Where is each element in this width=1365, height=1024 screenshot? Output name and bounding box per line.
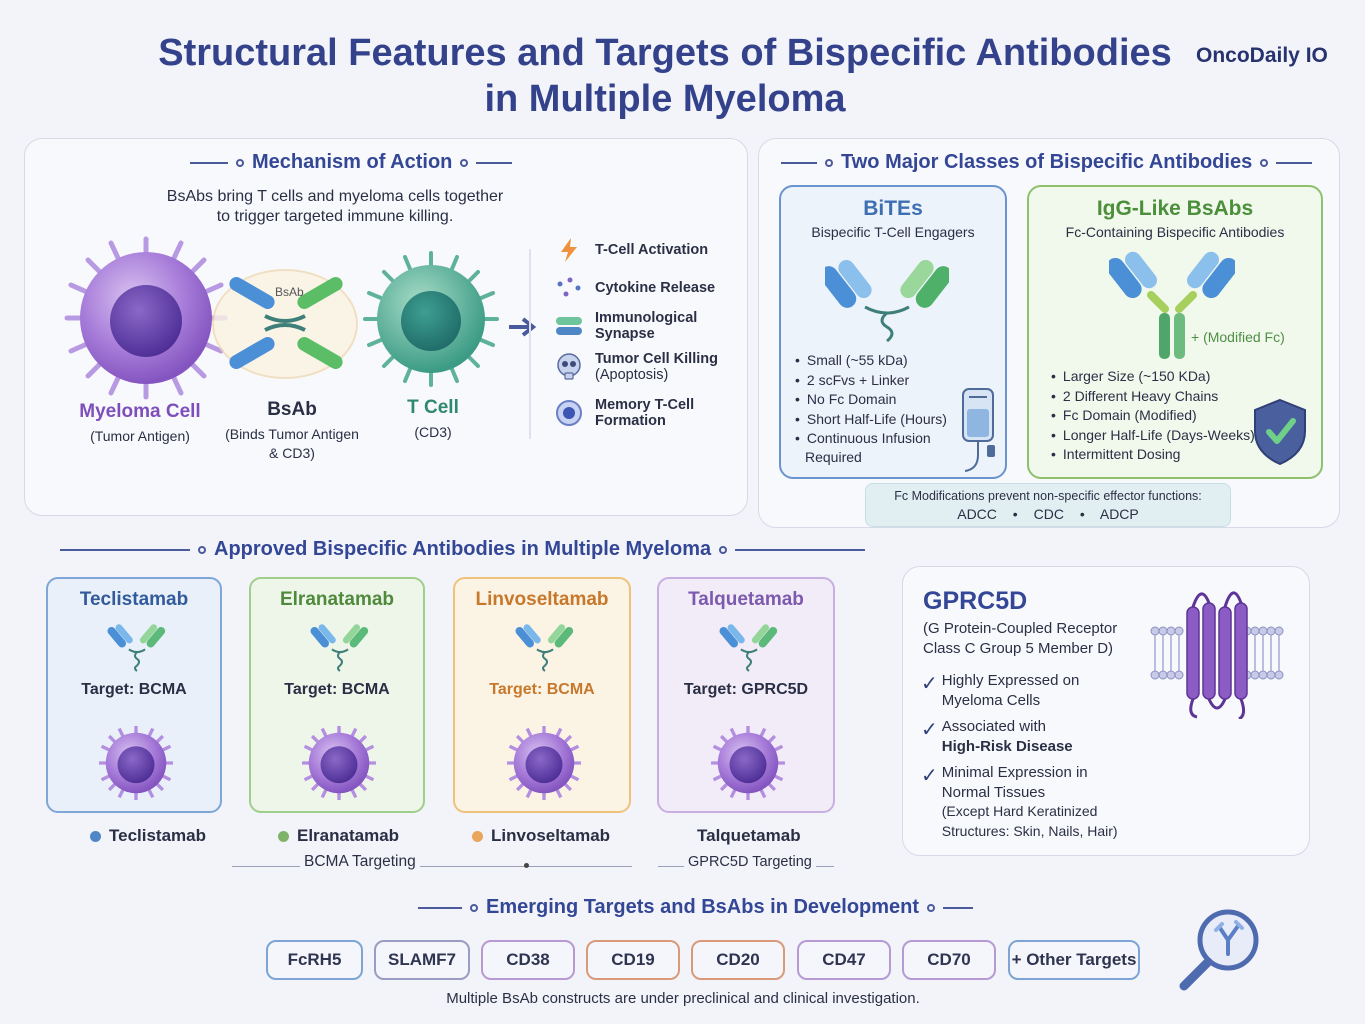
emerging-heading: Emerging Targets and BsAbs in Developmen…: [418, 896, 974, 919]
target-chip-fcrh5[interactable]: FcRH5: [266, 940, 363, 980]
receptor-membrane-illustration: [1150, 591, 1284, 719]
myeloma-cell-icon: [94, 721, 178, 805]
t-cell-label: T Cell (CD3): [407, 397, 459, 440]
target-chip-other[interactable]: + Other Targets: [1008, 940, 1140, 980]
arrow-right-icon: [509, 317, 537, 337]
drug-card-elranatamab: Elranatamab Target: BCMA: [249, 577, 425, 813]
myeloma-cell-label: Myeloma Cell (Tumor Antigen): [79, 401, 201, 444]
target-chip-cd38[interactable]: CD38: [481, 940, 575, 980]
target-chip-slamf7[interactable]: SLAMF7: [374, 940, 470, 980]
bites-card: BiTEs Bispecific T-Cell Engagers Small (…: [779, 185, 1007, 479]
bcma-targeting-label: BCMA Targeting: [300, 853, 420, 871]
skull-icon: [555, 353, 583, 381]
check-icon: ✓: [921, 719, 938, 741]
brand-logo: OncoDaily IO: [1196, 44, 1328, 67]
effect-item: Memory T-Cell Formation: [555, 397, 755, 429]
t-cell-illustration: [363, 251, 499, 387]
igg-bullets: Larger Size (~150 KDa) 2 Different Heavy…: [1051, 367, 1255, 465]
target-chip-cd70[interactable]: CD70: [902, 940, 996, 980]
effect-item: T-Cell Activation: [555, 237, 755, 263]
gprc5d-points: ✓ Highly Expressed on Myeloma Cells ✓ As…: [921, 671, 1141, 841]
effect-item: Tumor Cell Killing (Apoptosis): [555, 351, 755, 383]
emerging-footer: Multiple BsAb constructs are under precl…: [446, 990, 920, 1007]
myeloma-cell-icon: [297, 721, 381, 805]
legend-elranatamab: Elranatamab: [278, 826, 399, 846]
bcma-group-marker: [524, 863, 529, 868]
memory-cell-icon: [555, 399, 583, 427]
fc-modification-note: Fc Modifications prevent non-specific ef…: [865, 483, 1231, 527]
gprc5d-subtitle: (G Protein-Coupled Receptor Class C Grou…: [923, 620, 1118, 657]
bsab-label: BsAb (Binds Tumor Antigen & CD3): [225, 399, 359, 461]
drug-card-talquetamab: Talquetamab Target: GPRC5D: [657, 577, 835, 813]
iv-bag-icon: [962, 388, 995, 472]
effect-item: Immunological Synapse: [555, 310, 755, 342]
bsab-tag: BsAb: [275, 285, 304, 299]
target-chip-cd47[interactable]: CD47: [797, 940, 891, 980]
fc-effects: ADCC • CDC • ADCP: [957, 506, 1139, 522]
legend-teclistamab: Teclistamab: [90, 826, 206, 846]
myeloma-cell-icon: [502, 721, 586, 805]
divider: [529, 249, 531, 439]
lightning-icon: [555, 237, 583, 263]
effects-list: T-Cell Activation Cytokine Release Immun…: [555, 237, 755, 429]
check-icon: ✓: [921, 765, 938, 787]
myeloma-cell-illustration: [64, 236, 228, 400]
gprc5d-point: ✓ Minimal Expression in Normal Tissues (…: [921, 763, 1141, 841]
magnifier-antibody-icon: [1179, 909, 1259, 991]
mechanism-heading: Mechanism of Action: [190, 151, 513, 174]
myeloma-cell-icon: [706, 721, 790, 805]
antibody-icon: [714, 621, 784, 675]
gprc5d-targeting-label: GPRC5D Targeting: [684, 854, 816, 870]
antibody-icon: [102, 621, 172, 675]
legend-linvoseltamab: Linvoseltamab: [472, 826, 610, 846]
bcma-group-line: [232, 866, 632, 867]
target-chip-cd19[interactable]: CD19: [586, 940, 680, 980]
effect-item: Cytokine Release: [555, 275, 755, 301]
approved-heading: Approved Bispecific Antibodies in Multip…: [60, 538, 866, 561]
igg-antibody-icon: [1109, 251, 1235, 359]
mechanism-panel: Mechanism of Action BsAbs bring T cells …: [24, 138, 748, 516]
mechanism-description: BsAbs bring T cells and myeloma cells to…: [166, 188, 504, 225]
shield-check-icon: [1254, 398, 1306, 466]
page-title: Structural Features and Targets of Bispe…: [158, 32, 1172, 120]
gprc5d-panel: GPRC5D (G Protein-Coupled Receptor Class…: [902, 566, 1310, 856]
classes-panel: Two Major Classes of Bispecific Antibodi…: [758, 138, 1340, 528]
igg-card: IgG-Like BsAbs Fc-Containing Bispecific …: [1027, 185, 1323, 479]
drug-card-linvoseltamab: Linvoseltamab Target: BCMA: [453, 577, 631, 813]
drug-card-teclistamab: Teclistamab Target: BCMA: [46, 577, 222, 813]
dots-icon: [555, 276, 583, 300]
classes-heading: Two Major Classes of Bispecific Antibodi…: [781, 151, 1313, 174]
antibody-icon: [305, 621, 375, 675]
target-chip-cd20[interactable]: CD20: [691, 940, 785, 980]
gprc5d-point: ✓ Associated with High-Risk Disease: [921, 718, 1073, 755]
check-icon: ✓: [921, 673, 938, 695]
bite-antibody-icon: [825, 259, 949, 343]
synapse-icon: [555, 316, 583, 336]
bsab-illustration: [212, 269, 358, 379]
legend-talquetamab: Talquetamab: [697, 826, 801, 845]
antibody-icon: [510, 621, 580, 675]
gprc5d-point: ✓ Highly Expressed on Myeloma Cells: [921, 672, 1080, 709]
bites-bullets: Small (~55 kDa) 2 scFvs + Linker No Fc D…: [795, 351, 947, 449]
